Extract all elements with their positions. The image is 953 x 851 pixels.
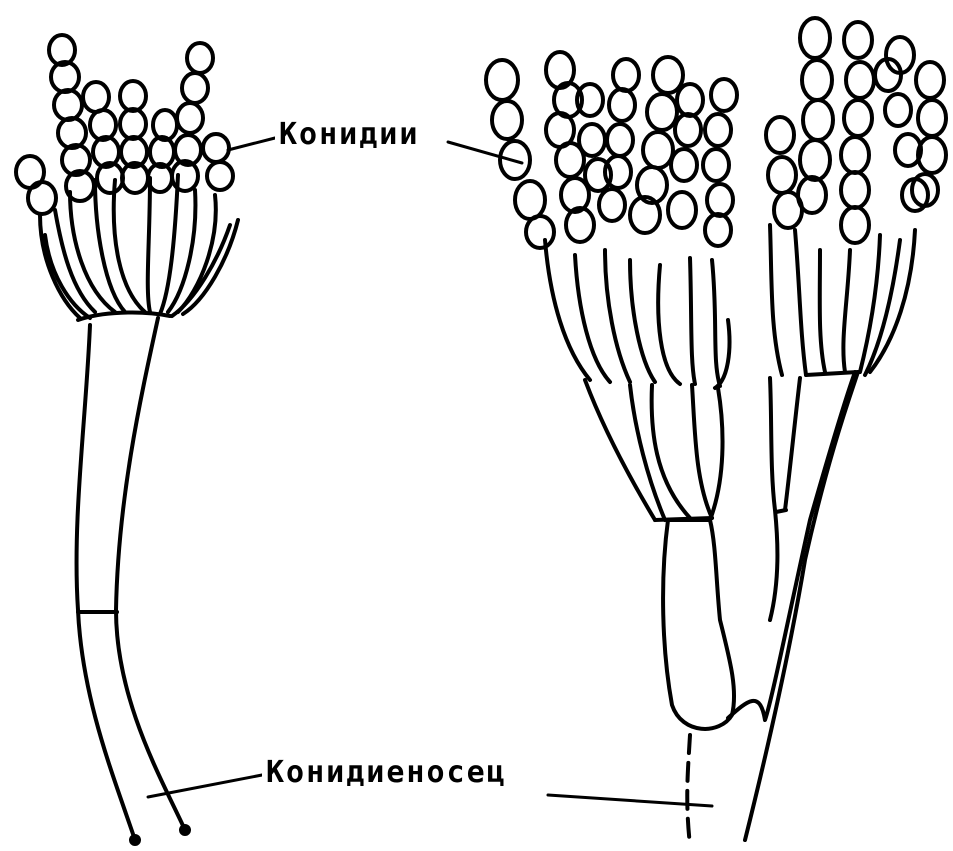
right-conidia bbox=[486, 18, 946, 248]
leader-conidia-left bbox=[228, 138, 275, 150]
leader-conidia-right bbox=[448, 142, 522, 163]
left-conidia bbox=[16, 35, 233, 214]
left-conidiophore bbox=[77, 313, 189, 844]
right-phialides bbox=[545, 225, 915, 388]
label-conidia: Конидии bbox=[275, 120, 423, 150]
label-conidiophore: Конидиеносец bbox=[262, 758, 511, 788]
right-conidiophore bbox=[585, 372, 858, 845]
